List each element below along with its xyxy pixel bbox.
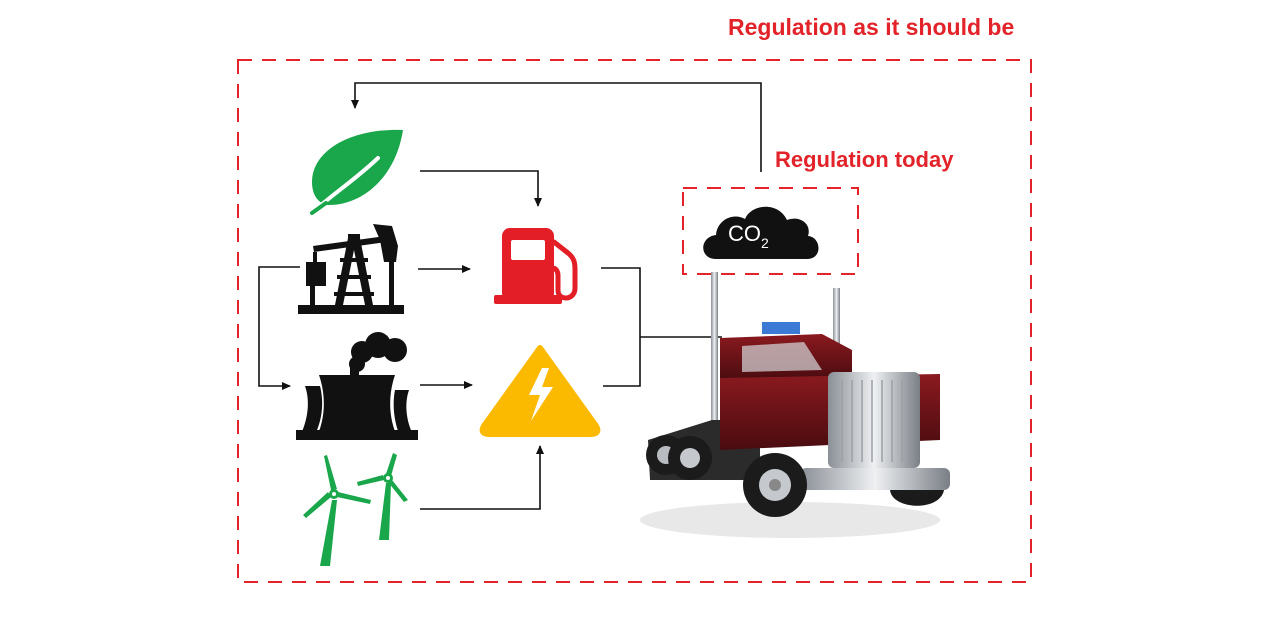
leaf-icon: [310, 129, 403, 215]
wind-turbines-icon: [303, 453, 408, 566]
regulation-as-it-should-be-label: Regulation as it should be: [728, 14, 1015, 40]
fuel-pump-icon: [494, 228, 578, 304]
feedback-arrow: [351, 82, 762, 172]
outer-regulation-boundary: [237, 59, 1032, 583]
oil-pumpjack-icon: [298, 224, 404, 314]
power-plant-icon: [296, 332, 418, 440]
regulation-today-label: Regulation today: [775, 147, 954, 172]
electricity-warning-icon: [479, 345, 601, 437]
co2-cloud-icon: CO 2: [703, 206, 819, 259]
leaf-to-fuel-arrow: [420, 170, 542, 207]
oil-to-plant-arrow: [258, 266, 300, 390]
co2-label: CO: [728, 221, 761, 246]
inner-regulation-boundary: [682, 187, 859, 275]
energy-to-truck-lines: [601, 267, 722, 387]
wind-to-electricity-arrow: [420, 445, 544, 510]
truck-icon: [640, 272, 950, 538]
co2-subscript: 2: [761, 235, 769, 251]
